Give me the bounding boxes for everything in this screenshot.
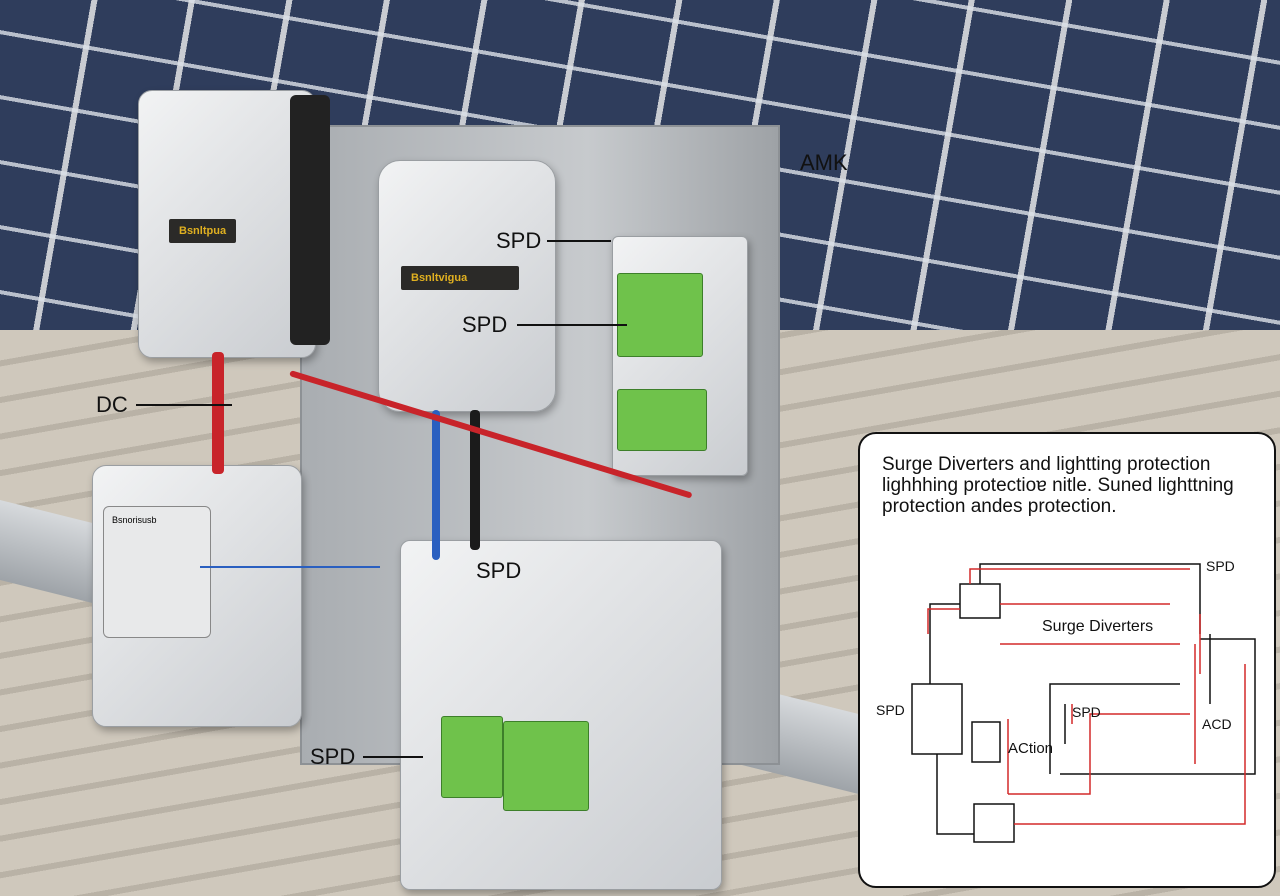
- meter-label: Bsnorisusb: [103, 506, 211, 638]
- pointer-line: [547, 240, 612, 242]
- pointer-line: [135, 404, 232, 406]
- diagram-label-action: ACtion: [1008, 740, 1054, 757]
- diagram-label-acd: ACD: [1202, 716, 1232, 732]
- label-amk: AMK: [800, 150, 848, 175]
- inverter-1-heatsink: [290, 95, 330, 345]
- diagram-label-spd-center: SPD: [1072, 704, 1101, 720]
- combiner-box: [400, 540, 722, 890]
- pointer-line: [517, 324, 628, 326]
- schematic-diagram: [911, 563, 1256, 843]
- blue-cable: [432, 410, 440, 560]
- spd-block: [911, 683, 963, 755]
- black-cable: [470, 410, 480, 550]
- inverter-1-logo: Bsnltpua: [169, 219, 237, 243]
- label-text: DC: [96, 392, 128, 417]
- inverter-1: Bsnltpua: [138, 90, 316, 358]
- action-block: [971, 721, 1001, 763]
- spd-terminal-left: [441, 716, 503, 798]
- inverter-2-logo: Bsnltvigua: [401, 266, 519, 290]
- diagram-label-spd-left: SPD: [876, 702, 905, 718]
- label-dc: DC: [96, 392, 232, 418]
- surge-diverter-bottom: [973, 803, 1015, 843]
- red-cable: [212, 352, 224, 474]
- label-spd-bottom: SPD: [310, 744, 424, 770]
- spd-terminal-right: [503, 721, 589, 811]
- meter-box: Bsnorisusb: [92, 465, 302, 727]
- label-spd-mid: SPD: [462, 312, 628, 338]
- spd-enclosure: [612, 236, 748, 476]
- label-text: SPD: [462, 312, 508, 337]
- blue-pointer-line: [200, 566, 380, 568]
- label-spd-top: SPD: [496, 228, 612, 254]
- schematic-inset: Surge Diverters and lightting protection…: [858, 432, 1276, 888]
- spd-module-lower: [617, 389, 707, 451]
- label-text: SPD: [496, 228, 542, 253]
- inverter-2: Bsnltvigua: [378, 160, 556, 412]
- diagram-label-spd-right: SPD: [1206, 558, 1235, 574]
- label-spd-center: SPD: [476, 558, 522, 583]
- label-text: SPD: [310, 744, 356, 769]
- surge-diverter-top: [959, 583, 1001, 619]
- diagram-label-surge-diverters: Surge Diverters: [1042, 618, 1154, 635]
- spd-module-upper: [617, 273, 703, 357]
- pointer-line: [363, 756, 424, 758]
- inset-title: Surge Diverters and lightting protection…: [882, 454, 1234, 517]
